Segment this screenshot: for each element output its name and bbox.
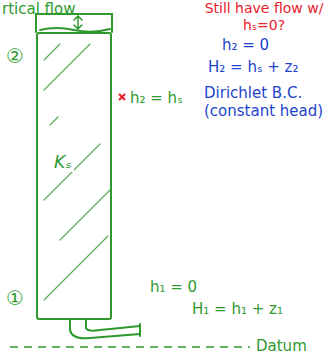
boundary-head: h₂ = 0 — [222, 36, 322, 54]
outlet-end — [139, 324, 141, 336]
point-number: ② — [6, 44, 36, 68]
node-text: Kₛ — [52, 152, 74, 172]
column-sketch — [36, 14, 140, 338]
boundary-condition-note: Dirichlet B.C. (constant head) — [204, 84, 332, 120]
question-note: Still have flow w/ hₛ=0? — [196, 0, 332, 34]
soil-hatching — [44, 44, 110, 300]
datum-label: Datum — [256, 337, 330, 355]
soil-column: Kₛ — [36, 32, 112, 320]
red-tick — [119, 94, 125, 100]
outlet-pipe — [70, 320, 140, 338]
pressure-head-bottom: h₁ = 0 — [150, 278, 230, 296]
total-head-top: H₂ = hₛ + z₂ — [208, 58, 328, 76]
point-number: ① — [6, 286, 36, 310]
datum-line — [10, 346, 250, 348]
partial-title: rtical flow — [2, 0, 102, 18]
pressure-head-top: h₂ = hₛ — [130, 89, 200, 107]
total-head-bottom: H₁ = h₁ + z₁ — [192, 300, 322, 318]
